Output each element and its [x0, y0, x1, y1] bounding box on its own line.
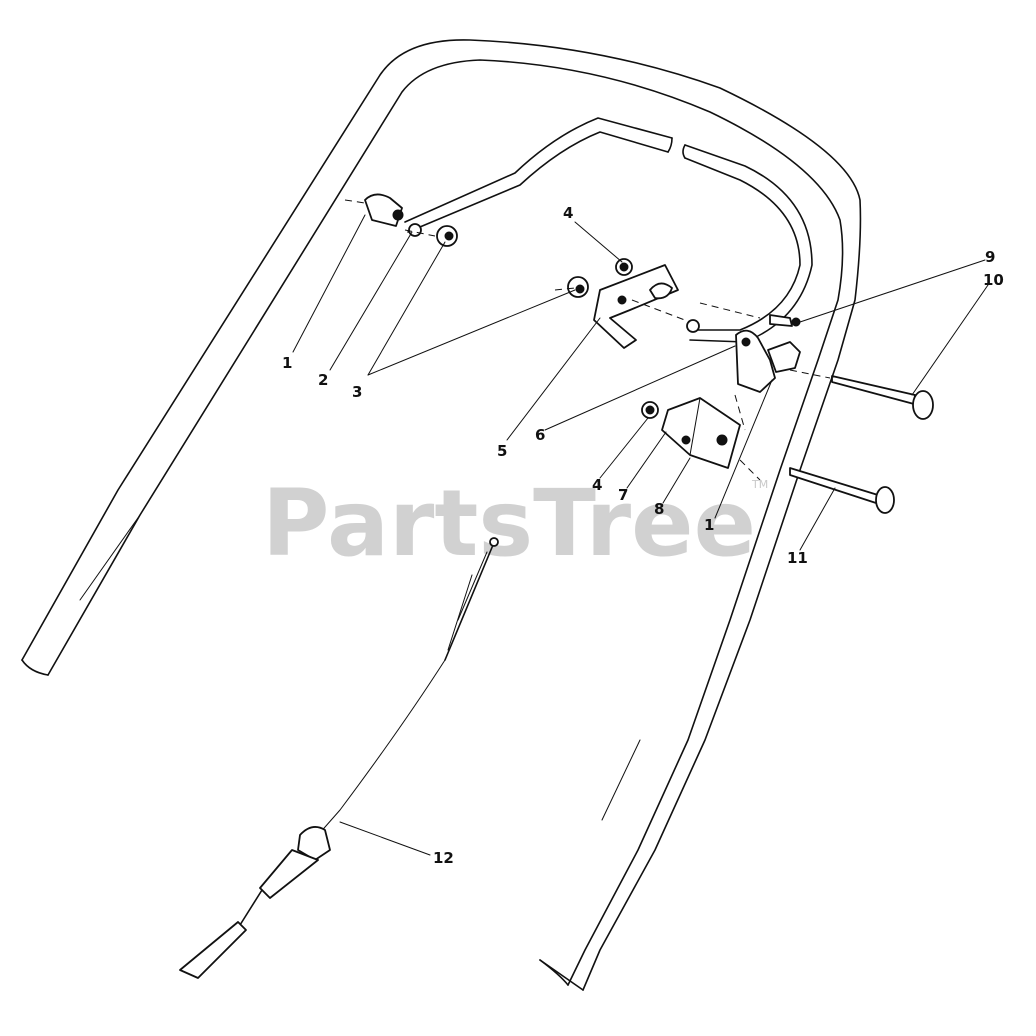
nut-part-4-upper — [615, 258, 633, 276]
callout-4-upper: 4 — [563, 204, 573, 222]
callout-11: 11 — [787, 549, 808, 567]
callout-12: 12 — [433, 849, 454, 867]
callout-1-left: 1 — [282, 354, 292, 372]
callout-10: 10 — [983, 271, 1004, 289]
callout-2: 2 — [318, 371, 328, 389]
nut-part-4-lower — [641, 401, 659, 419]
callout-3: 3 — [352, 383, 362, 401]
bracket-part-5 — [593, 264, 679, 349]
alignment-lines — [344, 199, 761, 481]
callout-4-lower: 4 — [592, 476, 602, 494]
control-cable-part-12 — [179, 537, 499, 979]
bolt-part-11 — [789, 467, 895, 514]
callout-labels: 1 2 3 4 5 6 4 7 8 1 9 10 11 12 — [282, 204, 1004, 867]
leader-lines — [292, 214, 989, 856]
callout-8: 8 — [654, 500, 664, 518]
control-bail — [404, 117, 813, 343]
callout-6: 6 — [535, 426, 545, 444]
watermark-text: PartsTree — [262, 470, 756, 577]
bolt-part-10 — [789, 369, 934, 420]
nut-part-3 — [436, 225, 458, 247]
pivot-bushing-left — [364, 193, 404, 227]
actuator-part-6 — [735, 329, 801, 393]
upper-handle-frame — [21, 39, 862, 991]
callout-9: 9 — [985, 248, 995, 266]
callout-5: 5 — [497, 442, 507, 460]
washer-part-3 — [567, 276, 589, 298]
watermark-trademark: TM — [751, 478, 768, 491]
callout-7: 7 — [618, 486, 628, 504]
callout-1-right: 1 — [704, 516, 714, 534]
clamp-block-part-8 — [661, 397, 741, 469]
screw-part-9 — [769, 314, 801, 327]
